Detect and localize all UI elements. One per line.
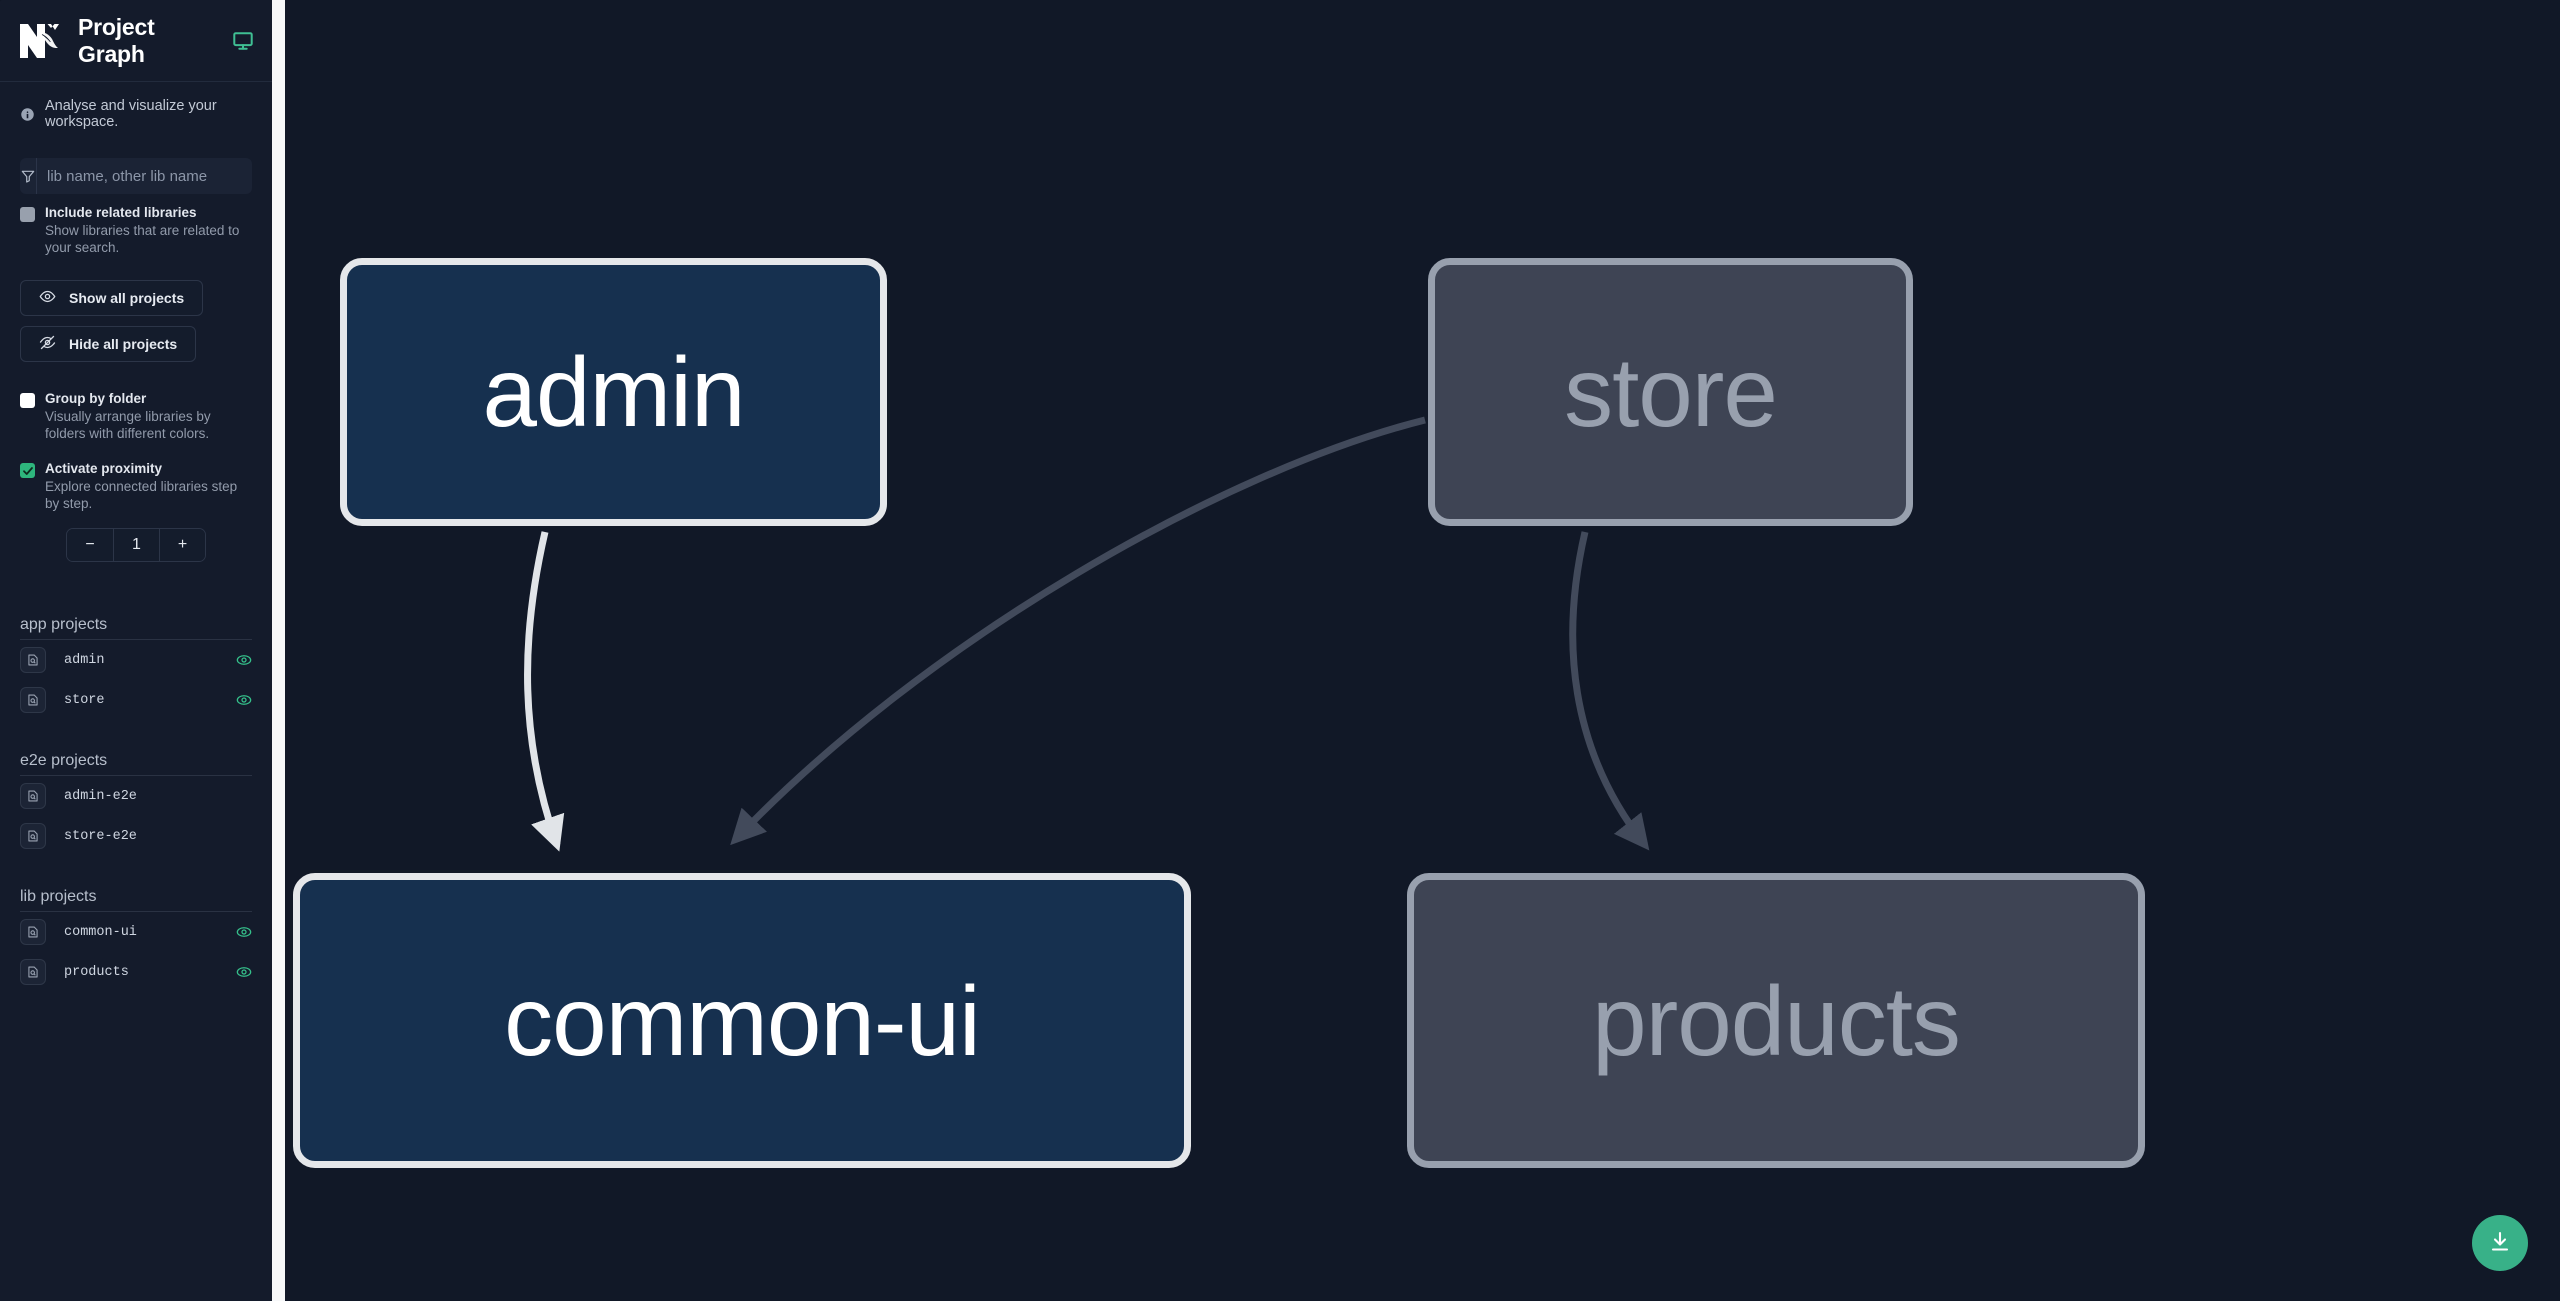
checkbox-include-related-libraries[interactable] bbox=[20, 207, 35, 222]
graph-node-label: admin bbox=[482, 337, 746, 447]
option-label: Group by folder bbox=[45, 391, 147, 406]
project-icon bbox=[20, 959, 46, 985]
show-all-projects-button[interactable]: Show all projects bbox=[20, 280, 204, 316]
show-all-projects-label: Show all projects bbox=[69, 290, 185, 306]
proximity-increment-button[interactable]: + bbox=[159, 529, 205, 561]
option-description: Explore connected libraries step by step… bbox=[45, 479, 238, 511]
search-input[interactable] bbox=[37, 158, 252, 194]
graph-node-admin[interactable]: admin bbox=[340, 258, 887, 526]
project-group-title: e2e projects bbox=[20, 738, 252, 776]
edge-store-to-products bbox=[1569, 531, 1650, 851]
download-graph-button[interactable] bbox=[2472, 1215, 2528, 1271]
project-row-store[interactable]: store bbox=[20, 680, 252, 720]
project-icon bbox=[20, 783, 46, 809]
checkbox-activate-proximity[interactable] bbox=[20, 463, 35, 478]
project-row-admin[interactable]: admin bbox=[20, 640, 252, 680]
option-include-related-libraries[interactable]: Include related libraries Show libraries… bbox=[0, 194, 272, 258]
tagline-text: Analyse and visualize your workspace. bbox=[45, 98, 217, 130]
project-row-products[interactable]: products bbox=[20, 952, 252, 992]
project-name: store bbox=[64, 692, 105, 708]
graph-canvas[interactable]: admin store common-ui products bbox=[285, 0, 2560, 1301]
project-row-store-e2e[interactable]: store-e2e bbox=[20, 816, 252, 856]
project-row-common-ui[interactable]: common-ui bbox=[20, 912, 252, 952]
project-visibility-toggle-products[interactable] bbox=[236, 964, 252, 980]
download-icon bbox=[2488, 1230, 2512, 1257]
graph-node-label: store bbox=[1564, 337, 1778, 447]
project-name: common-ui bbox=[64, 924, 137, 940]
hide-all-projects-button[interactable]: Hide all projects bbox=[20, 326, 197, 362]
graph-node-common-ui[interactable]: common-ui bbox=[293, 873, 1191, 1168]
tagline: Analyse and visualize your workspace. bbox=[0, 82, 272, 144]
sidebar: Project Graph Analyse and visualize your… bbox=[0, 0, 272, 1301]
info-icon bbox=[20, 107, 35, 122]
project-visibility-toggle-admin[interactable] bbox=[236, 652, 252, 668]
project-icon bbox=[20, 647, 46, 673]
project-group-title: app projects bbox=[20, 602, 252, 640]
project-name: admin-e2e bbox=[64, 788, 137, 804]
sidebar-header: Project Graph bbox=[0, 0, 272, 82]
project-visibility-toggle-store[interactable] bbox=[236, 692, 252, 708]
graph-node-label: products bbox=[1592, 965, 1961, 1076]
option-label: Include related libraries bbox=[45, 205, 197, 220]
project-name: admin bbox=[64, 652, 105, 668]
edge-store-to-common-ui bbox=[730, 416, 1426, 846]
option-description: Show libraries that are related to your … bbox=[45, 223, 240, 255]
project-group-app: app projects admin bbox=[20, 602, 252, 720]
nx-logo-icon bbox=[18, 20, 62, 62]
project-visibility-toggle-common-ui[interactable] bbox=[236, 924, 252, 940]
edge-admin-to-common-ui bbox=[524, 531, 565, 852]
search-bar[interactable] bbox=[20, 158, 252, 194]
proximity-decrement-button[interactable]: − bbox=[67, 529, 113, 561]
project-row-admin-e2e[interactable]: admin-e2e bbox=[20, 776, 252, 816]
eye-off-icon bbox=[39, 334, 56, 354]
eye-icon bbox=[39, 288, 56, 308]
project-icon bbox=[20, 823, 46, 849]
checkbox-group-by-folder[interactable] bbox=[20, 393, 35, 408]
sidebar-scrollbar[interactable] bbox=[272, 0, 285, 1301]
hide-all-projects-label: Hide all projects bbox=[69, 336, 178, 352]
proximity-value: 1 bbox=[113, 529, 159, 561]
project-group-lib: lib projects common-ui bbox=[20, 874, 252, 992]
graph-node-store[interactable]: store bbox=[1428, 258, 1913, 526]
graph-edges bbox=[524, 416, 1650, 852]
filter-funnel-icon bbox=[20, 158, 37, 194]
graph-node-label: common-ui bbox=[504, 965, 981, 1076]
option-label: Activate proximity bbox=[45, 461, 163, 476]
graph-node-products[interactable]: products bbox=[1407, 873, 2145, 1168]
monitor-icon[interactable] bbox=[232, 30, 254, 52]
project-group-title: lib projects bbox=[20, 874, 252, 912]
project-icon bbox=[20, 687, 46, 713]
proximity-stepper: − 1 + bbox=[0, 528, 272, 562]
option-description: Visually arrange libraries by folders wi… bbox=[45, 409, 211, 441]
project-icon bbox=[20, 919, 46, 945]
project-group-e2e: e2e projects admin-e2e bbox=[20, 738, 252, 856]
option-group-by-folder[interactable]: Group by folder Visually arrange librari… bbox=[0, 380, 272, 444]
option-activate-proximity[interactable]: Activate proximity Explore connected lib… bbox=[0, 450, 272, 514]
project-name: products bbox=[64, 964, 129, 980]
page-title: Project Graph bbox=[78, 13, 155, 67]
project-name: store-e2e bbox=[64, 828, 137, 844]
